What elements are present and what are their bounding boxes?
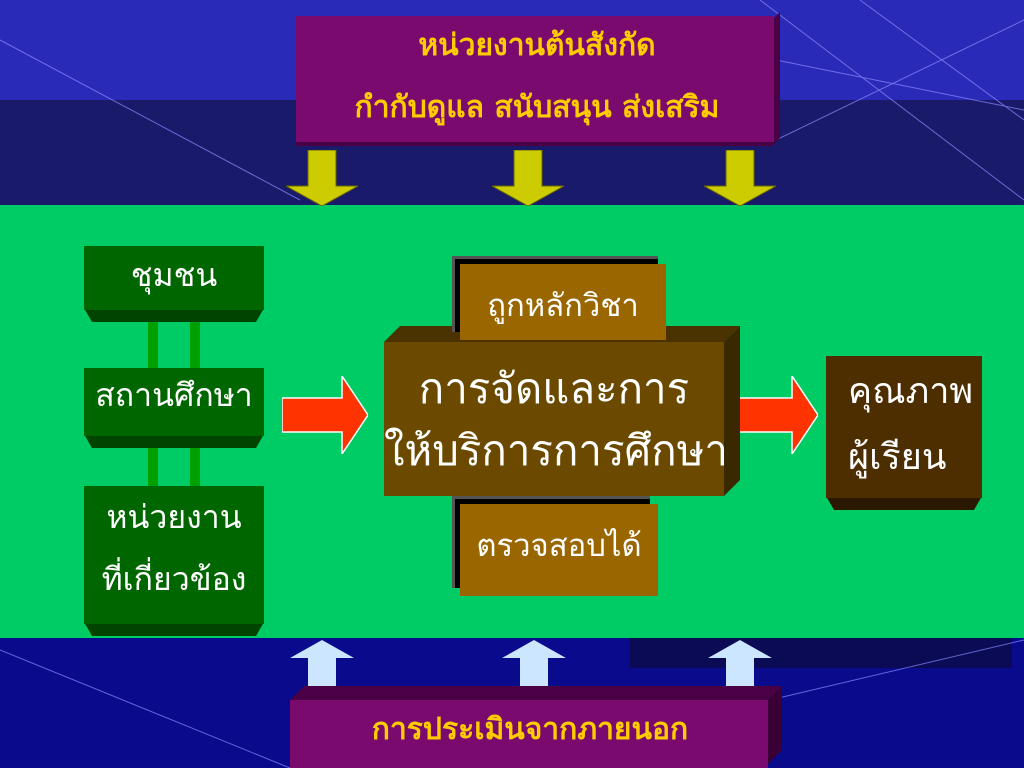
down-arrow-icon [286,150,358,206]
right-arrow-icon [282,376,368,454]
agency-title: หน่วยงานต้นสังกัด [418,28,656,63]
connector-line [148,444,158,490]
verifiable-tag-label: ตรวจสอบได้ [476,528,642,564]
up-arrow-icon [502,640,566,692]
down-arrow-icon [704,150,776,206]
connector-line [190,318,200,370]
learner-quality-box [826,356,982,510]
connector-line [190,444,200,490]
learner-quality-line1: คุณภาพ [848,371,974,412]
connector-line [148,318,158,370]
external-evaluation-box [290,686,782,768]
agency-roles: กำกับดูแล สนับสนุน ส่งเสริม [354,90,720,125]
community-label: ชุมชน [130,256,218,294]
service-line1: การจัดและการ [418,364,690,413]
up-arrow-icon [708,640,772,692]
academic-tag-label: ถูกหลักวิชา [487,288,639,324]
external-evaluation-label: การประเมินจากภายนอก [371,712,689,747]
service-line2: ให้บริการการศึกษา [384,426,728,475]
up-arrow-icon [290,640,354,692]
background-accent-block [630,638,1012,668]
related-agency-line1: หน่วยงาน [106,498,242,536]
school-box [84,368,264,448]
learner-quality-line2: ผู้เรียน [848,437,947,478]
academic-tag-box [452,256,666,340]
verifiable-tag-box [452,496,658,596]
community-box [84,246,264,322]
related-agency-line2: ที่เกี่ยวข้อง [101,560,247,598]
right-arrow-icon [732,376,818,454]
school-label: สถานศึกษา [95,376,253,414]
agency-box [296,12,780,146]
down-arrow-icon [492,150,564,206]
related-agency-box [84,486,264,636]
